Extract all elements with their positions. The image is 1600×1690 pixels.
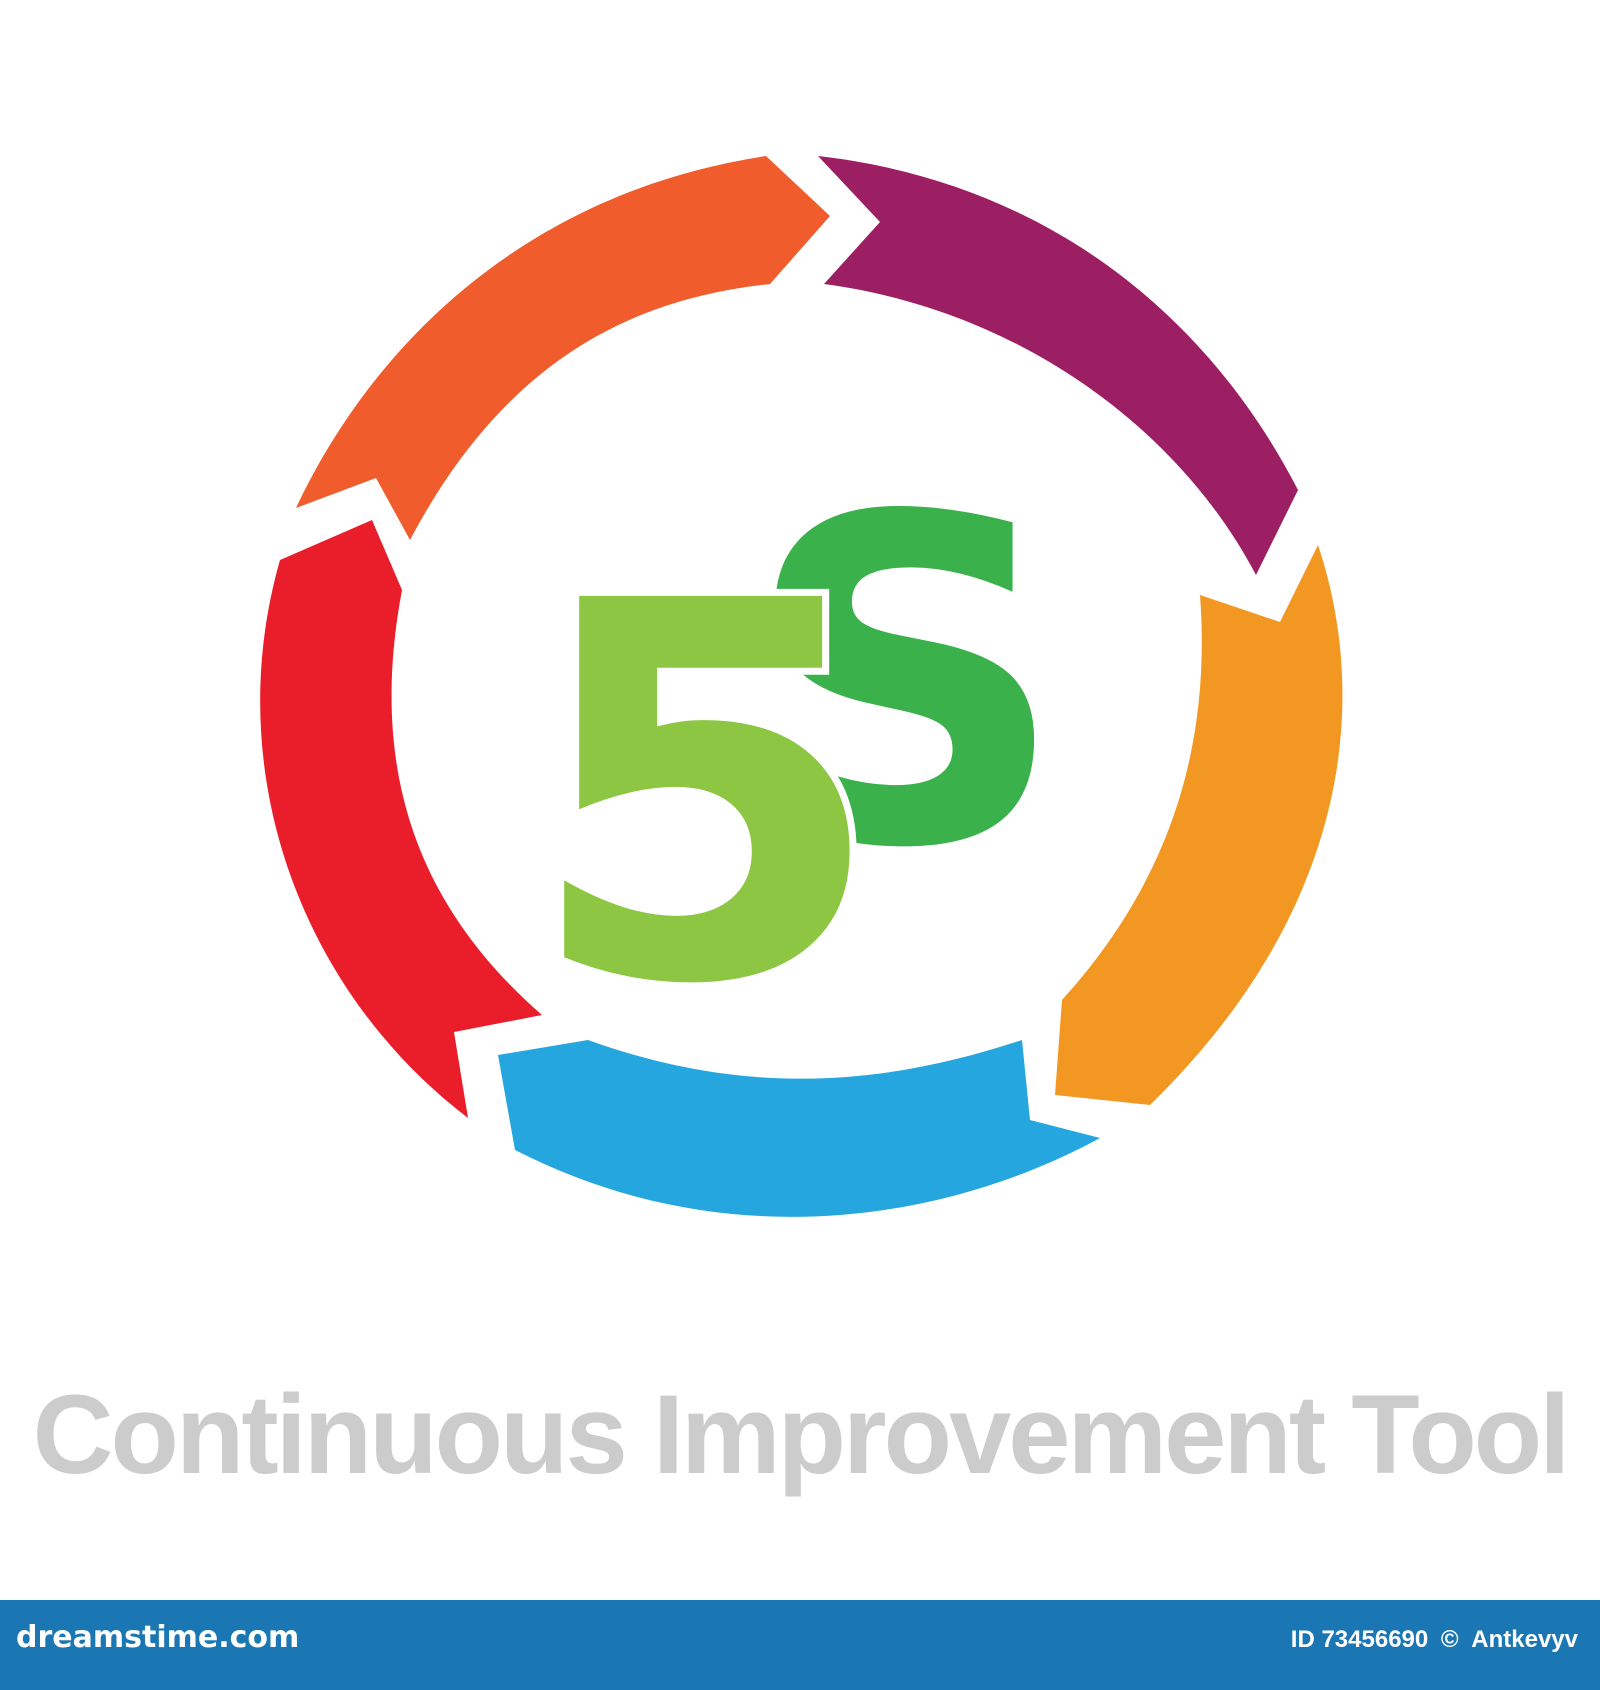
logo-number-5: 5 [524, 492, 886, 1098]
watermark-footer-bar: dreamstime.com ID 73456690 © Antkevyv [0, 1600, 1600, 1690]
5s-cycle-diagram: S 5 [260, 156, 1343, 1217]
cycle-arrow-blue [498, 1040, 1100, 1217]
footer-site-logo: dreamstime.com [16, 1620, 300, 1655]
cycle-arrow-purple [818, 156, 1298, 575]
footer-credit: ID 73456690 © Antkevyv [1285, 1626, 1578, 1654]
footer-author: Antkevyv [1471, 1626, 1578, 1653]
cycle-arrow-amber [1055, 545, 1343, 1105]
caption-title: Continuous Improvement Tool [32, 1372, 1571, 1497]
logo-letter-s: S [743, 423, 1067, 947]
cycle-arrow-orange [296, 156, 830, 540]
footer-image-id: ID 73456690 [1290, 1626, 1429, 1653]
cycle-arrow-red [260, 520, 542, 1118]
copyright-icon: © [1440, 1626, 1459, 1653]
